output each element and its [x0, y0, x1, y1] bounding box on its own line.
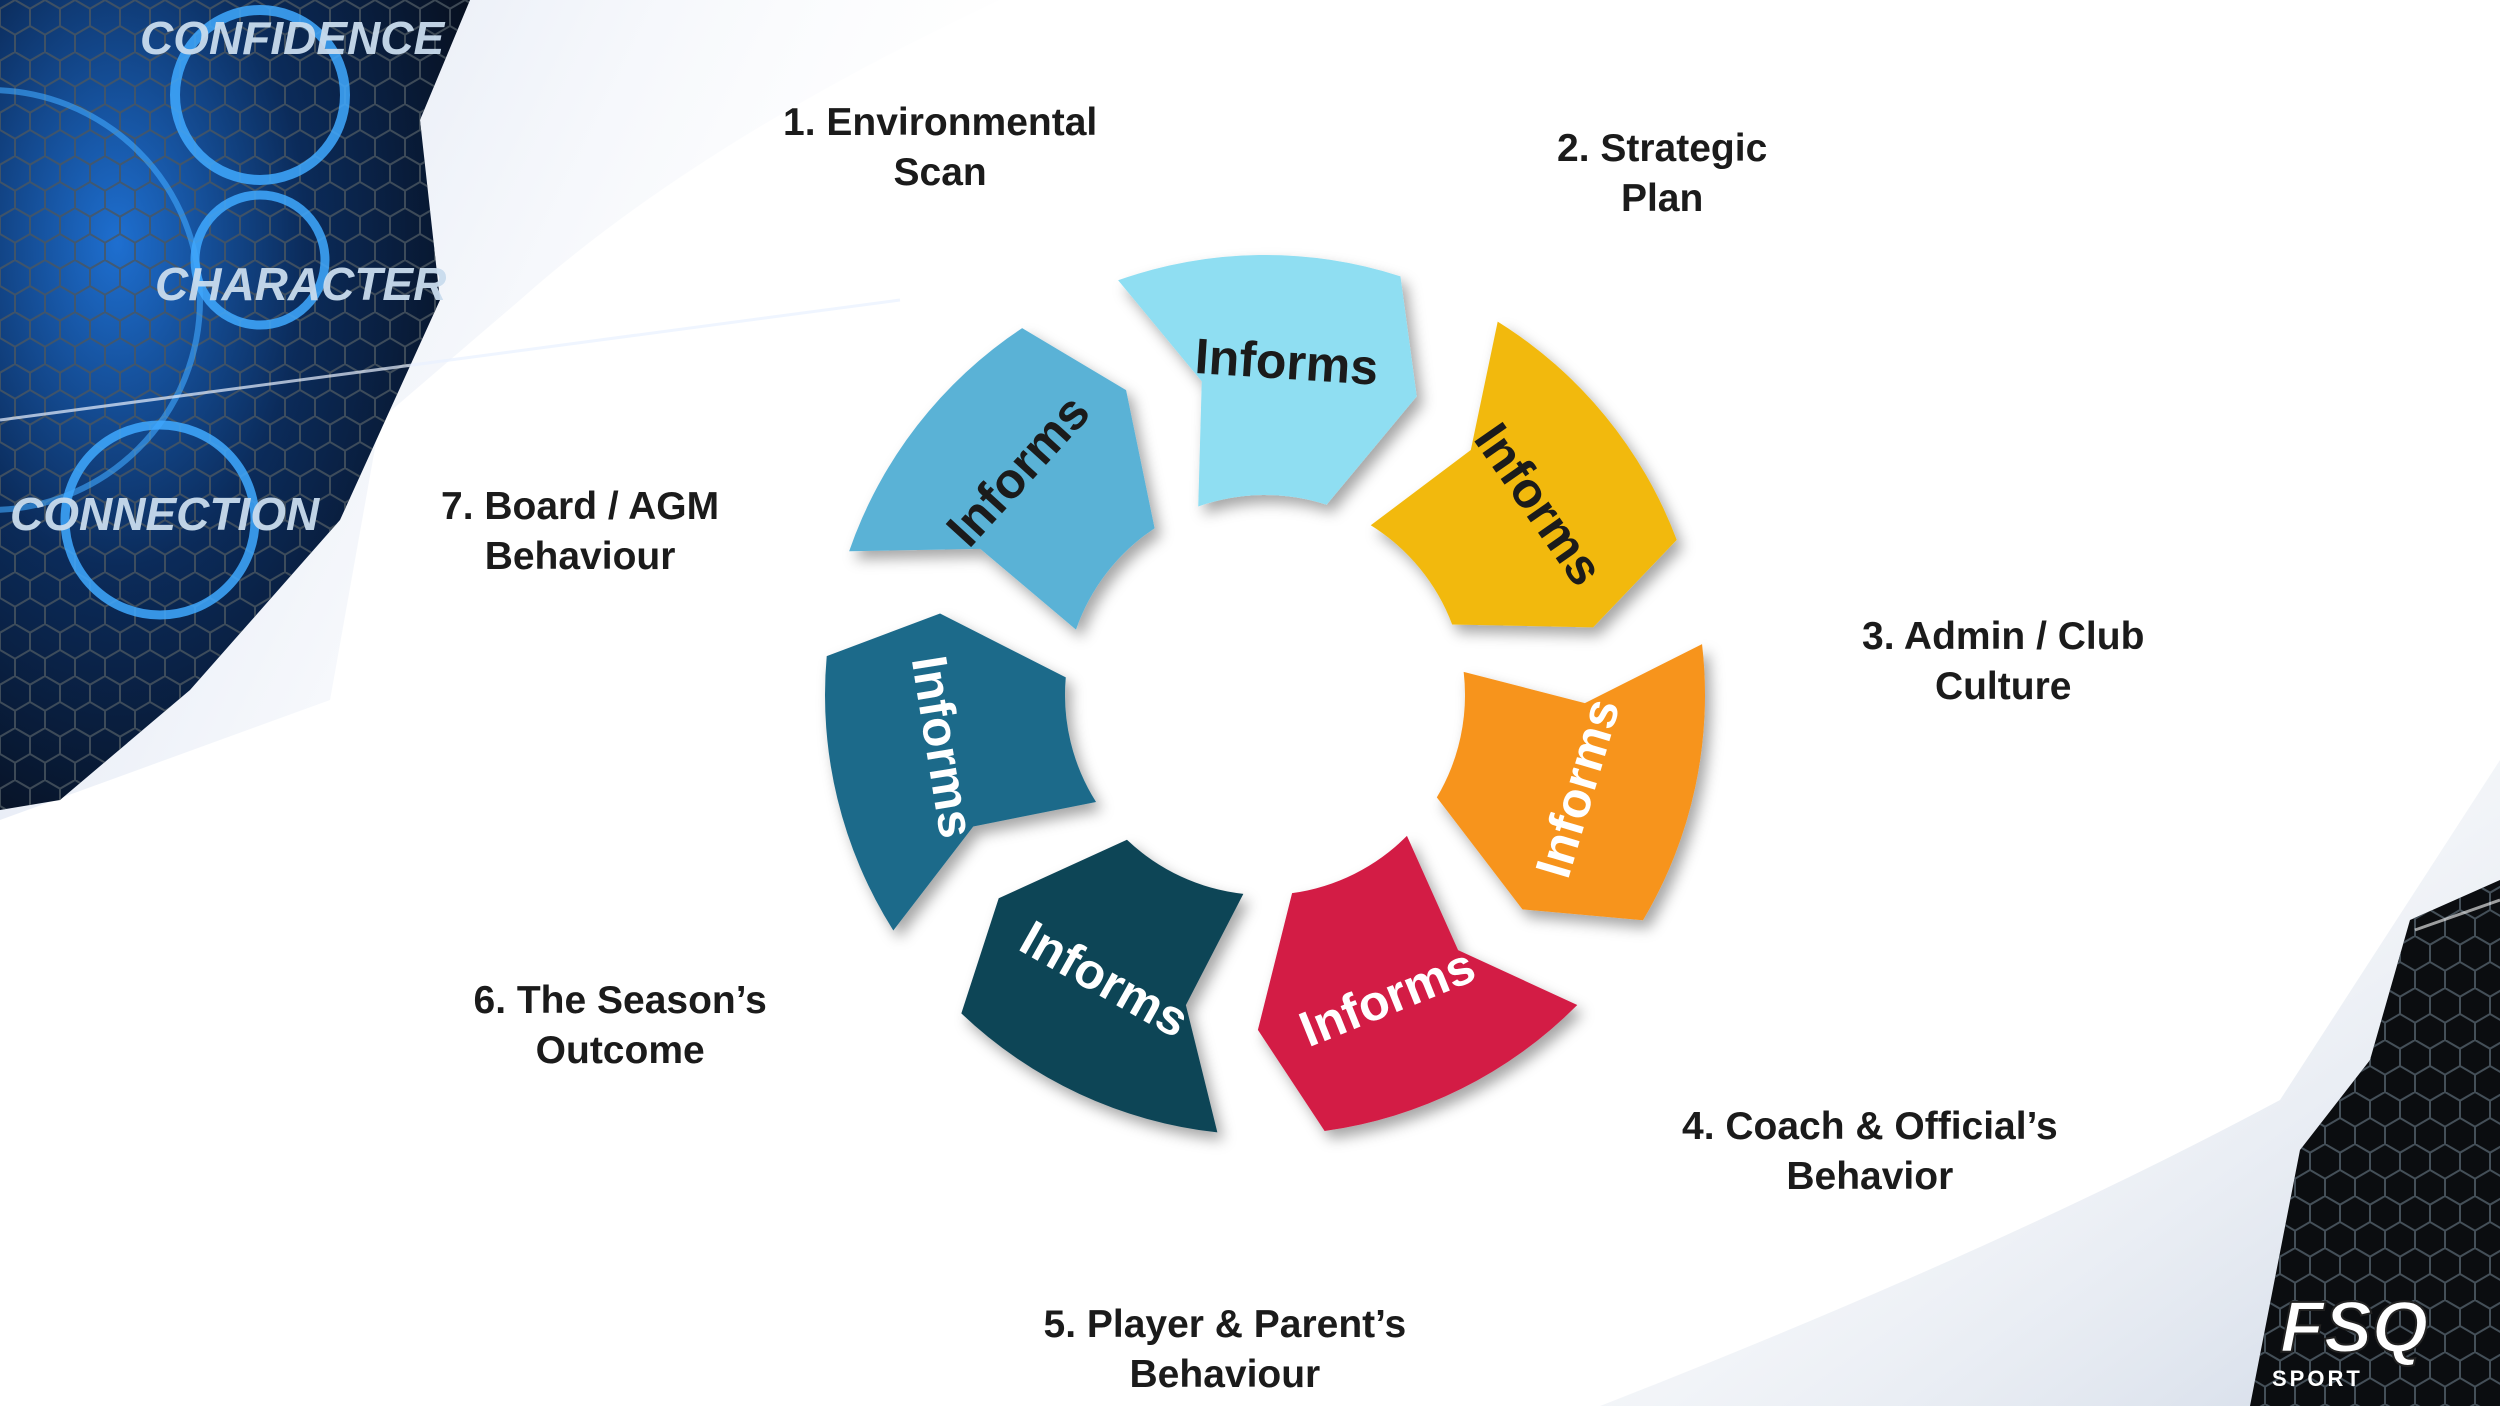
corner-word-confidence: CONFIDENCE	[140, 12, 445, 64]
cycle-arrow-board-agm-behaviour	[849, 328, 1155, 630]
cycle-arrow-environmental-scan	[1118, 255, 1417, 507]
arrow-label-informs-1: Informs	[1193, 328, 1380, 396]
cycle-arrow-coach-officials-behavior	[1257, 835, 1578, 1131]
top-left-decoration: CONFIDENCE CHARACTER CONNECTION	[0, 0, 1000, 820]
corner-word-connection: CONNECTION	[10, 488, 320, 540]
cycle-arrow-seasons-outcome	[825, 613, 1097, 931]
logo-tagline: SPORT	[2272, 1366, 2363, 1391]
fsq-sport-logo: FSQ SPORT	[2272, 1287, 2429, 1391]
cycle-arrow-admin-club-culture	[1436, 644, 1705, 921]
logo-mark: FSQ	[2280, 1288, 2428, 1368]
cycle-diagram	[825, 255, 1705, 1133]
cycle-arrow-player-parents-behaviour	[961, 839, 1244, 1133]
corner-word-character: CHARACTER	[155, 258, 446, 310]
cycle-arrow-strategic-plan	[1370, 321, 1677, 628]
bottom-right-decoration	[1600, 760, 2500, 1406]
